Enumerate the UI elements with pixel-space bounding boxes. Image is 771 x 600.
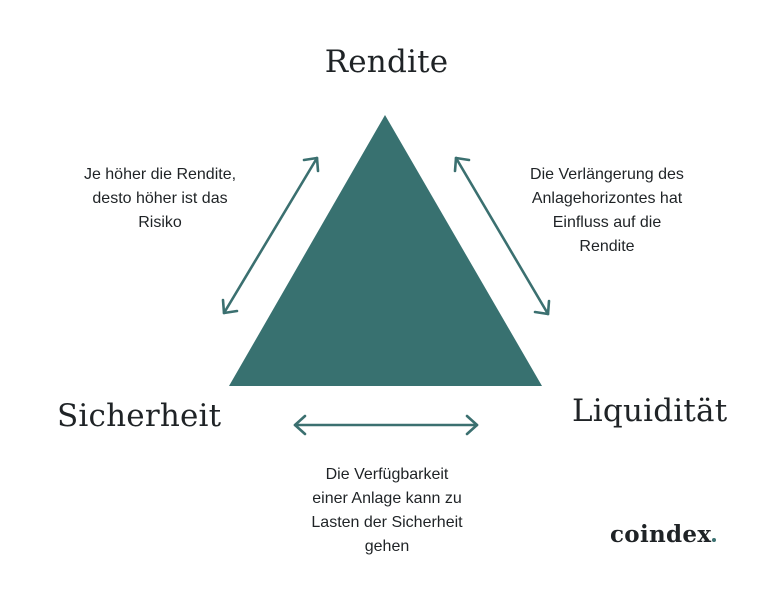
triangle [229,115,542,386]
arrow-rendite-sicherheit [221,156,320,315]
relation-text-line: Risiko [138,214,182,231]
arrow-rendite-liquiditaet [453,156,551,316]
relation-text-rendite-liquiditaet: Die Verlängerung des Anlagehorizontes ha… [507,163,707,259]
relation-text-line: Je höher die Rendite, [83,166,237,183]
relation-text-sicherheit-liquiditaet: Die Verfügbarkeit einer Anlage kann zu L… [287,463,487,559]
relation-text-line: Die Verlängerung des [530,166,684,183]
logo-dot-icon [712,538,717,542]
relation-text-line: Lasten der Sicherheit [311,514,463,531]
corner-label-sicherheit: Sicherheit [57,398,222,434]
relation-text-line: Rendite [579,238,635,255]
corner-label-liquiditaet: Liquidität [572,393,728,429]
relation-text-line: Die Verfügbarkeit [325,466,449,483]
relation-text-rendite-sicherheit: Je höher die Rendite, desto höher ist da… [60,163,260,235]
logo-text: coindex [610,521,712,548]
relation-text-line: desto höher ist das [92,190,228,207]
coindex-logo: coindex [610,521,717,548]
relation-text-line: Anlagehorizontes hat [531,190,683,207]
arrow-sicherheit-liquiditaet [293,414,479,436]
relation-text-line: Einfluss auf die [552,214,662,231]
corner-label-rendite: Rendite [324,44,449,80]
relation-text-line: gehen [364,538,410,555]
relation-text-line: einer Anlage kann zu [312,490,462,507]
